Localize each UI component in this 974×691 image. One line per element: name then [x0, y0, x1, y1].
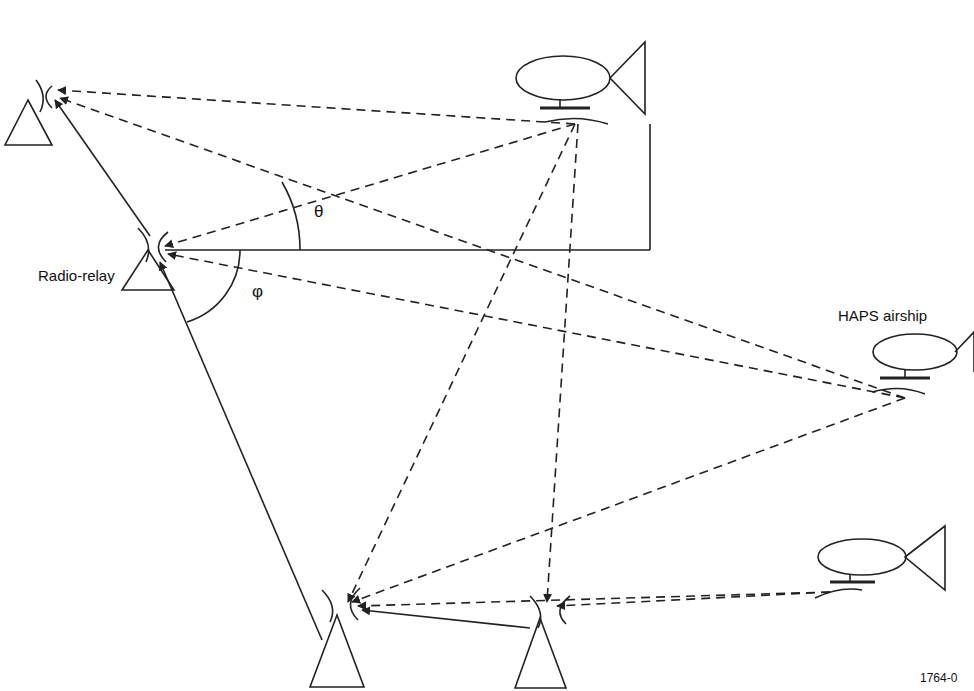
haps-airship	[516, 42, 645, 124]
airship-label: HAPS airship	[836, 308, 929, 325]
reference-line	[165, 124, 650, 322]
haps-airship	[872, 332, 974, 394]
figure-number: 1764-0	[918, 672, 959, 685]
angle-arc	[187, 250, 240, 322]
radio-relay-station	[122, 228, 174, 290]
haps-airship	[815, 526, 945, 598]
station-label: Radio-relay	[36, 268, 117, 285]
angle-arc	[282, 182, 300, 250]
ground-station	[515, 596, 570, 688]
angle-symbol: θ	[312, 203, 325, 222]
interference-path	[58, 90, 905, 606]
ground-station	[5, 80, 52, 145]
ground-station	[310, 588, 364, 687]
angle-symbol: φ	[250, 283, 265, 302]
